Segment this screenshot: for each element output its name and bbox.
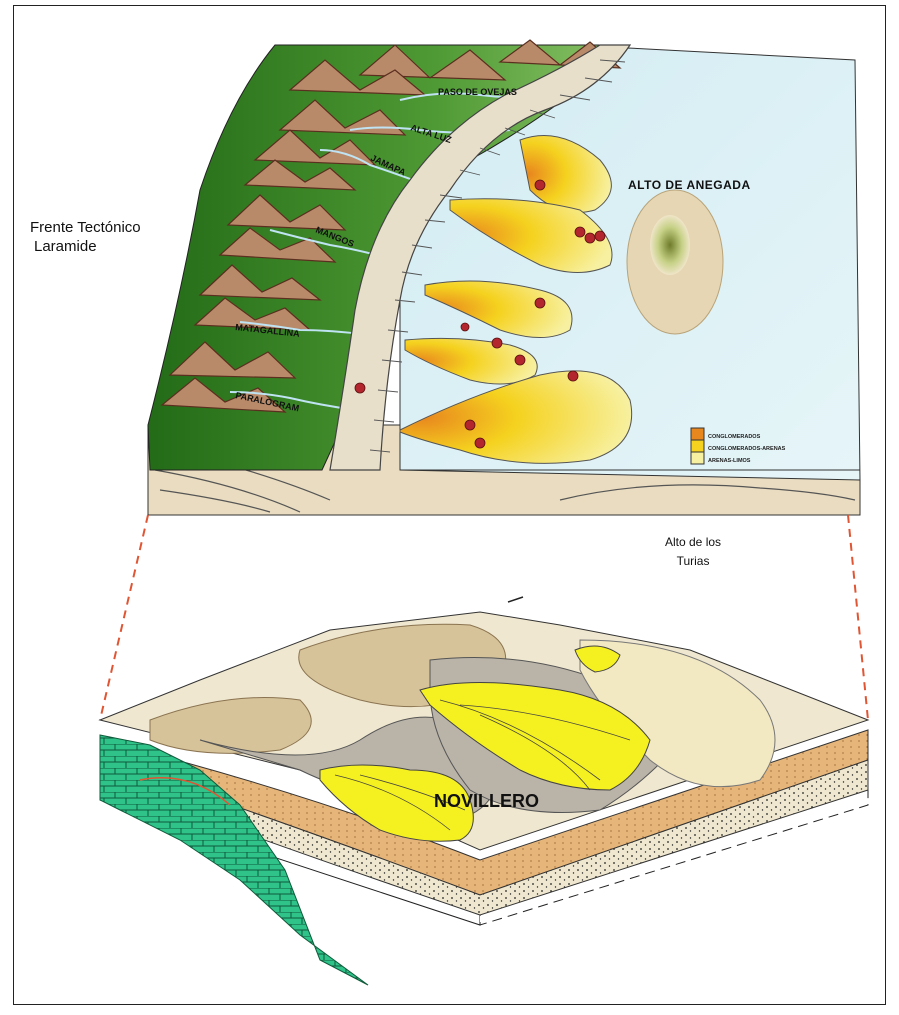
legend-swatch-conglomerados <box>691 428 704 440</box>
legend-label: CONGLOMERADOS <box>708 434 761 440</box>
alto-anegada-label: ALTO DE ANEGADA <box>628 176 751 195</box>
frente-line2: Laramide <box>30 237 141 256</box>
alto-turias-label: Alto de los Turias <box>665 533 721 571</box>
novillero-label: NOVILLERO <box>434 792 539 811</box>
legend-label: CONGLOMERADOS-ARENAS <box>708 446 786 452</box>
legend-label: ARENAS-LIMOS <box>708 458 751 464</box>
tick-mark <box>508 597 523 602</box>
anegada-lagoon <box>650 215 690 275</box>
legend-swatch-arenas-limos <box>691 452 704 464</box>
frente-tectonico-label: Frente Tectónico Laramide <box>30 218 141 256</box>
alto-turias-line1: Alto de los <box>665 533 721 552</box>
frente-line1: Frente Tectónico <box>30 218 141 237</box>
legend-swatch-conglomerados-arenas <box>691 440 704 452</box>
upper-block-diagram: CONGLOMERADOS CONGLOMERADOS-ARENAS ARENA… <box>148 40 860 515</box>
stream-label: PASO DE OVEJAS <box>438 87 517 97</box>
alto-turias-line2: Turias <box>665 552 721 571</box>
